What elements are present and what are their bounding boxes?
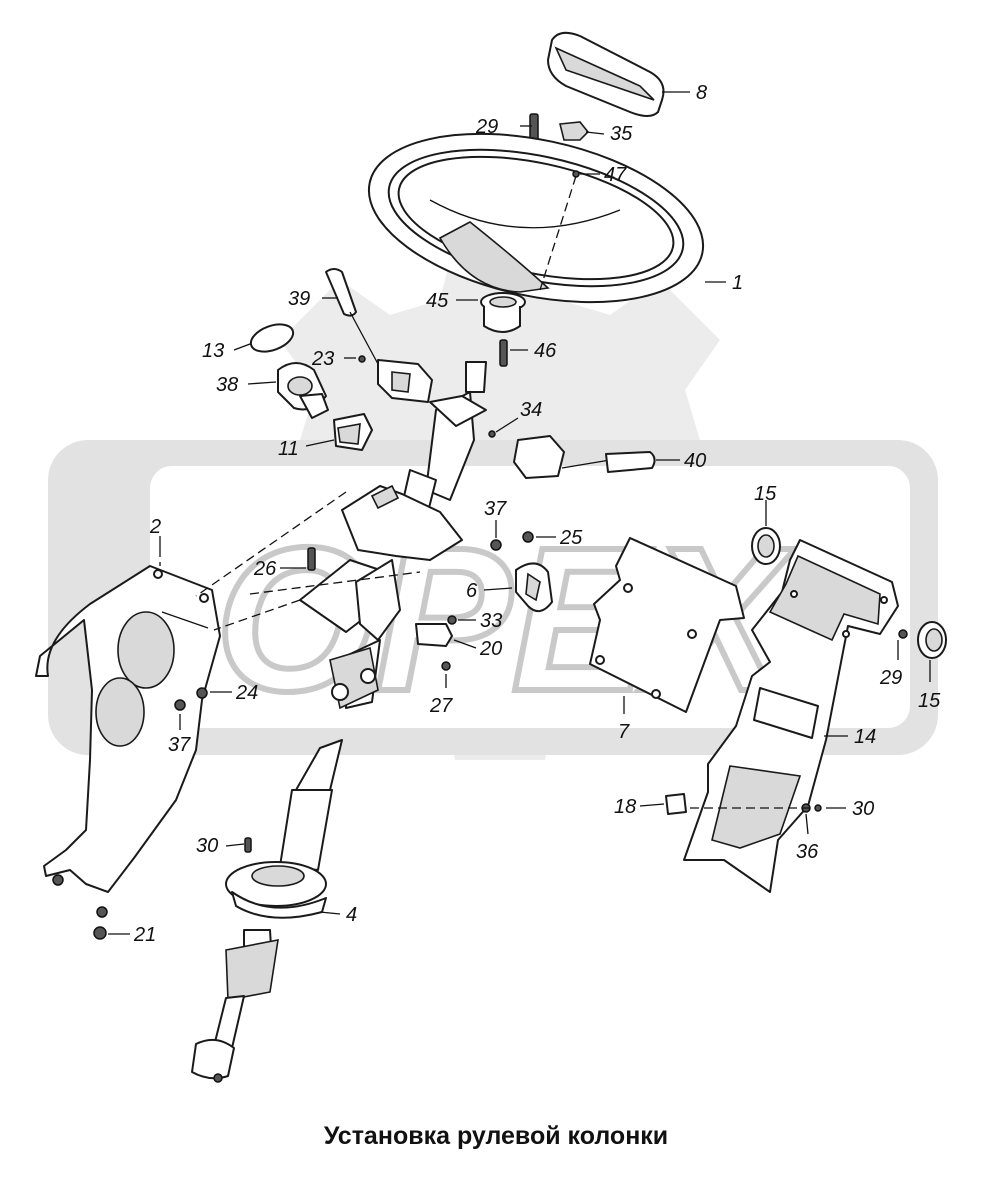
label-30-right: 30 [852,798,874,820]
label-30-left: 30 [196,835,218,857]
part-15-plug-right [917,621,947,659]
part-4-steering-column [191,361,487,1083]
label-40: 40 [684,450,706,472]
label-29-top: 29 [475,116,498,138]
part-46-bolt [499,339,508,367]
part-27-washer [441,661,451,671]
label-24: 24 [235,682,258,704]
part-38-switch-housing [277,362,329,419]
label-45: 45 [426,290,449,312]
assembly-lines [159,175,810,809]
diagram-caption: Установка рулевой колонки [323,1122,669,1150]
label-7: 7 [618,721,630,743]
part-21-nuts [52,874,108,940]
label-13: 13 [202,340,224,362]
part-1-steering-wheel [367,132,705,304]
label-15-upper: 15 [754,483,777,505]
part-33-nut [447,615,457,625]
label-2: 2 [149,516,161,538]
label-1: 1 [732,272,743,294]
label-34: 34 [520,399,542,421]
part-40-lever-switch [513,435,656,479]
part-26-bolt [307,547,316,571]
part-45-hub [480,292,526,333]
label-15-right: 15 [918,690,941,712]
part-37-washer-upper [490,539,502,551]
label-29-right: 29 [879,667,902,689]
label-4: 4 [346,904,357,926]
label-20: 20 [479,638,502,660]
label-25: 25 [559,527,583,549]
label-33: 33 [480,610,502,632]
label-47: 47 [604,164,627,186]
part-2-mounting-bracket [35,565,221,893]
part-24-bolt [196,687,208,699]
leader-lines [108,91,931,935]
part-11-clip [333,413,373,451]
label-27: 27 [429,695,453,717]
part-30-screw-right [814,804,822,812]
part-20-pin [415,623,453,647]
part-34-screw [488,430,496,438]
part-8-horn-cover [547,31,665,117]
part-39-lever-switch [325,268,433,403]
label-8: 8 [696,82,707,104]
label-46: 46 [534,340,557,362]
label-36: 36 [796,841,819,863]
label-14: 14 [854,726,876,748]
label-35: 35 [610,123,633,145]
label-23: 23 [311,348,334,370]
part-30-screw-left [244,837,252,853]
part-37-washer-lower [174,699,186,711]
label-39: 39 [288,288,310,310]
part-18-clip [665,793,687,815]
label-18: 18 [614,796,636,818]
part-7-cover-panel [589,537,745,713]
part-23-screw [358,355,366,363]
callout-labels: 8 29 35 47 1 45 46 39 13 23 38 11 34 40 … [133,82,941,946]
part-6-clamp-lever [515,562,553,613]
part-29-screw-top [529,113,539,141]
part-25-bolt [522,531,534,543]
watermark-text: OPEX [215,505,795,734]
part-29-screw-right [898,629,908,639]
label-38: 38 [216,374,238,396]
label-11: 11 [278,438,299,460]
label-21: 21 [133,924,156,946]
part-15-plug-upper [751,527,781,565]
part-14-column-shroud [683,539,899,893]
part-35-nut [558,121,590,141]
label-26: 26 [253,558,277,580]
label-6: 6 [466,580,478,602]
label-37-lower: 37 [168,734,191,756]
part-13-ring [249,323,295,353]
label-37-upper: 37 [484,498,507,520]
